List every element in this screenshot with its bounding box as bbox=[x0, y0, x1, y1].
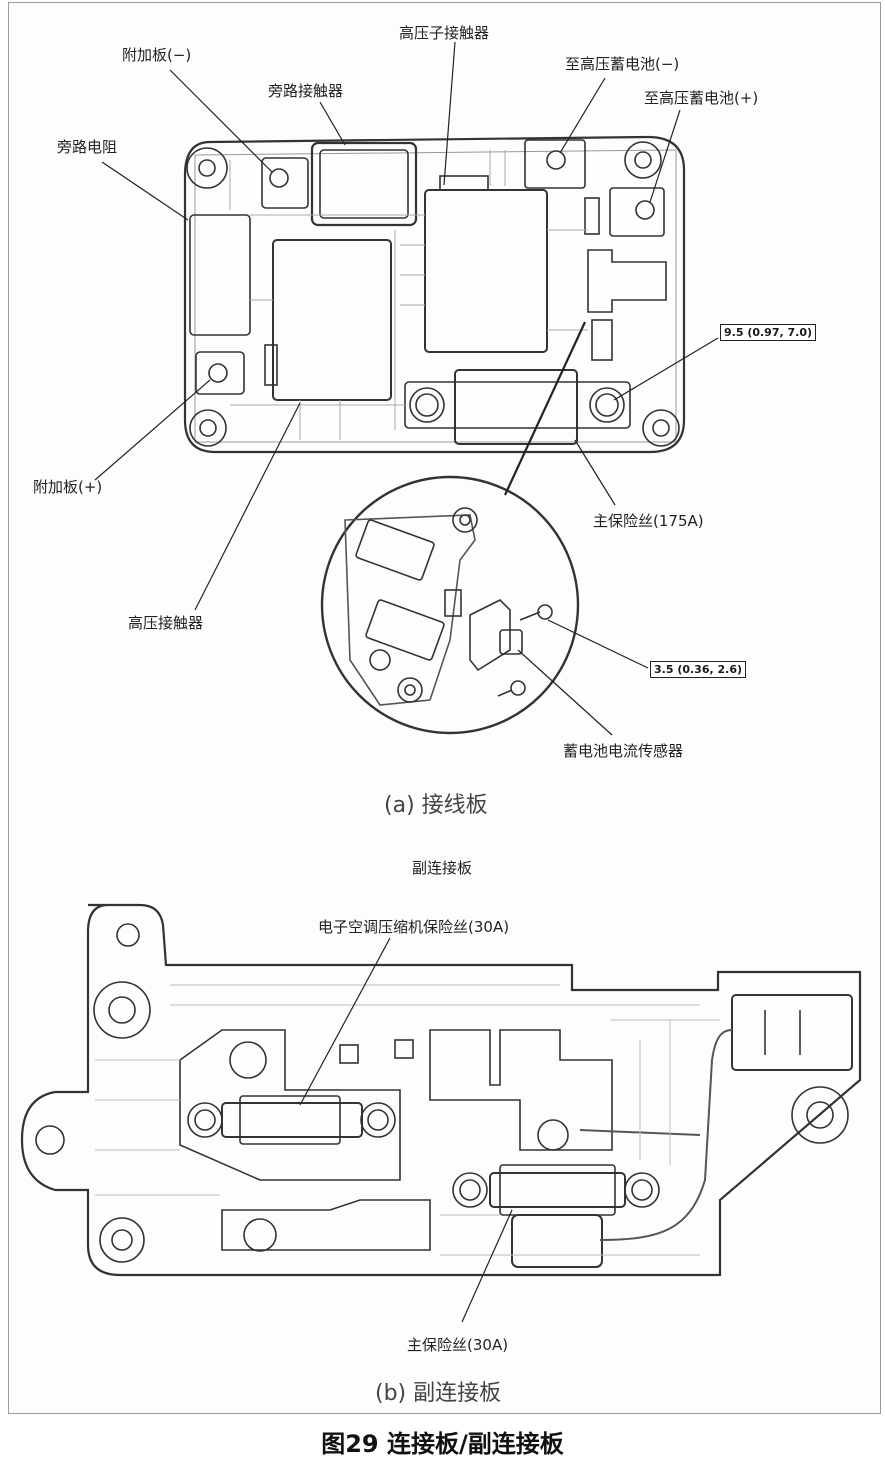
leader-lines-a bbox=[94, 41, 719, 736]
label-to-hv-battery-pos: 至高压蓄电池(+) bbox=[644, 89, 759, 107]
label-ac-compressor-fuse: 电子空调压缩机保险丝(30A) bbox=[318, 918, 510, 936]
sub-junction-board-drawing bbox=[20, 903, 862, 1277]
label-to-hv-battery-neg: 至高压蓄电池(−) bbox=[565, 55, 680, 73]
label-aux-plate-neg: 附加板(−) bbox=[122, 46, 192, 64]
current-sensor-detail bbox=[320, 475, 580, 735]
panel-b-title: 副连接板 bbox=[412, 859, 473, 877]
label-main-fuse-175a: 主保险丝(175A) bbox=[593, 512, 704, 530]
label-aux-plate-pos: 附加板(+) bbox=[33, 478, 103, 496]
label-main-fuse-30a: 主保险丝(30A) bbox=[407, 1336, 509, 1354]
figure-frame bbox=[8, 2, 881, 1414]
junction-board-drawing bbox=[183, 135, 686, 454]
label-bypass-resistor: 旁路电阻 bbox=[57, 138, 118, 156]
label-hv-contactor: 高压接触器 bbox=[128, 614, 204, 632]
label-hv-sub-contactor: 高压子接触器 bbox=[399, 24, 490, 42]
torque-spec-main: 9.5 (0.97, 7.0) bbox=[720, 324, 817, 341]
label-battery-current-sensor: 蓄电池电流传感器 bbox=[563, 742, 684, 760]
caption-a: (a) 接线板 bbox=[384, 793, 488, 818]
label-bypass-contactor: 旁路接触器 bbox=[268, 82, 344, 100]
figure-title: 图29 连接板/副连接板 bbox=[321, 1430, 564, 1458]
caption-b: (b) 副连接板 bbox=[375, 1381, 502, 1406]
torque-spec-sensor: 3.5 (0.36, 2.6) bbox=[650, 661, 747, 678]
leader-lines-b bbox=[299, 937, 513, 1323]
